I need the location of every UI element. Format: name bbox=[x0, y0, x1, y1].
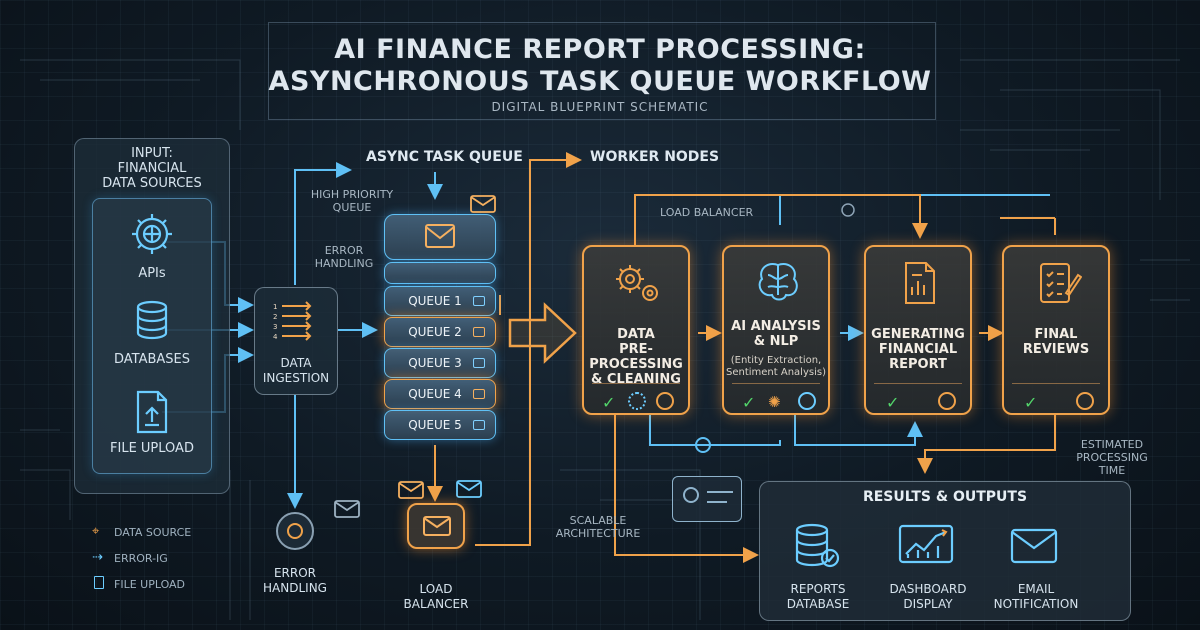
legend-file-upload: FILE UPLOAD bbox=[114, 578, 186, 591]
divider bbox=[592, 383, 680, 384]
queue-label: QUEUE 3 bbox=[408, 356, 462, 370]
worker-ai-analysis[interactable]: AI ANALYSIS & NLP (Entity Extraction, Se… bbox=[722, 245, 830, 415]
avatar-icon bbox=[683, 487, 699, 503]
load-balancer-node bbox=[407, 503, 465, 549]
queue-tag-icon bbox=[473, 420, 485, 430]
queue-label: QUEUE 2 bbox=[408, 325, 462, 339]
check-icon: ✓ bbox=[602, 393, 616, 412]
data-source-legend-icon: ⌖ bbox=[92, 524, 100, 539]
worker-nodes-heading: WORKER NODES bbox=[590, 149, 720, 165]
profile-card-icon bbox=[672, 476, 742, 522]
gears-icon bbox=[608, 261, 668, 309]
envelope-icon bbox=[423, 516, 451, 540]
error-legend-icon: ⇢ bbox=[92, 550, 103, 565]
envelope-icon bbox=[398, 481, 424, 503]
worker-title: FINAL REVIEWS bbox=[1022, 327, 1090, 357]
envelope-icon bbox=[456, 480, 482, 502]
scalable-architecture-note: SCALABLE ARCHITECTURE bbox=[555, 514, 641, 540]
check-circle-icon bbox=[656, 392, 674, 410]
queue-top-cap bbox=[384, 214, 496, 260]
result-dashboard-display: DASHBOARD DISPLAY bbox=[889, 582, 967, 611]
divider bbox=[732, 383, 820, 384]
check-icon: ✓ bbox=[886, 393, 900, 412]
high-priority-queue-note: HIGH PRIORITY QUEUE bbox=[310, 188, 394, 214]
queue-slab-3[interactable]: QUEUE 3 bbox=[384, 348, 496, 378]
worker-title: GENERATING FINANCIAL REPORT bbox=[871, 327, 965, 372]
gear-globe-icon bbox=[128, 210, 176, 258]
error-handling-note: ERROR HANDLING bbox=[314, 244, 374, 270]
error-handling-label: ERROR HANDLING bbox=[263, 566, 327, 595]
queue-slab-4[interactable]: QUEUE 4 bbox=[384, 379, 496, 409]
legend-error: ERROR-IG bbox=[114, 552, 168, 565]
title-line-1: AI FINANCE REPORT PROCESSING: bbox=[334, 34, 866, 65]
check-circle-icon bbox=[938, 392, 956, 410]
load-balancer-label: LOAD BALANCER bbox=[403, 582, 469, 611]
svg-text:2: 2 bbox=[273, 313, 277, 321]
check-icon: ✓ bbox=[1024, 393, 1038, 412]
title-line-2: ASYNCHRONOUS TASK QUEUE WORKFLOW bbox=[268, 66, 932, 97]
report-document-icon bbox=[902, 261, 938, 309]
estimated-processing-time-note: ESTIMATED PROCESSING TIME bbox=[1076, 438, 1148, 477]
queue-label: QUEUE 5 bbox=[408, 418, 462, 432]
legend-data-source: DATA SOURCE bbox=[114, 526, 192, 539]
source-apis: APIs bbox=[138, 266, 166, 281]
checklist-pen-icon bbox=[1038, 261, 1083, 309]
reports-database-icon bbox=[792, 522, 842, 574]
file-upload-icon bbox=[132, 390, 172, 434]
brain-small-icon: ✺ bbox=[768, 393, 781, 411]
card-line bbox=[707, 491, 733, 493]
svg-text:4: 4 bbox=[273, 333, 278, 341]
queue-label: QUEUE 1 bbox=[408, 294, 462, 308]
queue-slab-1[interactable]: QUEUE 1 bbox=[384, 286, 496, 316]
file-legend-icon bbox=[94, 576, 104, 589]
title-frame bbox=[268, 22, 936, 120]
queue-tag-icon bbox=[473, 389, 485, 399]
database-icon bbox=[130, 298, 174, 342]
worker-title: AI ANALYSIS & NLP bbox=[731, 319, 821, 349]
queue-tag-icon bbox=[473, 327, 485, 337]
queue-spacer bbox=[384, 262, 496, 284]
brain-icon bbox=[754, 259, 802, 307]
queue-slab-2[interactable]: QUEUE 2 bbox=[384, 317, 496, 347]
results-panel bbox=[759, 481, 1131, 621]
dashboard-chart-icon bbox=[898, 524, 954, 572]
error-handling-node bbox=[276, 512, 314, 550]
worker-preprocessing[interactable]: DATA PRE-PROCESSING & CLEANING ✓ bbox=[582, 245, 690, 415]
check-circle-icon bbox=[798, 392, 816, 410]
data-ingestion-label: DATA INGESTION bbox=[262, 356, 330, 385]
list-arrows-icon: 1 2 3 4 bbox=[270, 300, 322, 346]
card-line bbox=[707, 501, 727, 503]
worker-generating-report[interactable]: GENERATING FINANCIAL REPORT ✓ bbox=[864, 245, 972, 415]
subtitle: DIGITAL BLUEPRINT SCHEMATIC bbox=[491, 100, 709, 114]
results-heading: RESULTS & OUTPUTS bbox=[862, 489, 1028, 505]
result-reports-database: REPORTS DATABASE bbox=[786, 582, 850, 611]
worker-title: DATA PRE-PROCESSING & CLEANING bbox=[589, 327, 683, 387]
result-email-notification: EMAIL NOTIFICATION bbox=[993, 582, 1079, 611]
clock-icon bbox=[1076, 392, 1094, 410]
gear-icon bbox=[628, 392, 646, 410]
sources-group bbox=[92, 198, 212, 474]
divider bbox=[1012, 383, 1100, 384]
input-heading: INPUT: FINANCIAL DATA SOURCES bbox=[102, 146, 202, 191]
queue-tag-icon bbox=[473, 296, 485, 306]
async-task-queue-heading: ASYNC TASK QUEUE bbox=[366, 149, 523, 165]
queue-tag-icon bbox=[473, 358, 485, 368]
worker-subtitle: (Entity Extraction, Sentiment Analysis) bbox=[726, 355, 826, 378]
envelope-icon bbox=[334, 500, 360, 522]
check-icon: ✓ bbox=[742, 393, 756, 412]
envelope-icon bbox=[425, 224, 455, 248]
load-balancer-caption: LOAD BALANCER bbox=[660, 206, 754, 219]
source-file-upload: FILE UPLOAD bbox=[110, 441, 194, 456]
svg-text:1: 1 bbox=[273, 303, 277, 311]
svg-text:3: 3 bbox=[273, 323, 277, 331]
worker-final-reviews[interactable]: FINAL REVIEWS ✓ bbox=[1002, 245, 1110, 415]
source-databases: DATABASES bbox=[113, 352, 191, 367]
queue-label: QUEUE 4 bbox=[408, 387, 462, 401]
divider bbox=[874, 383, 962, 384]
queue-slab-5[interactable]: QUEUE 5 bbox=[384, 410, 496, 440]
email-icon bbox=[1010, 528, 1058, 568]
envelope-icon bbox=[470, 195, 496, 217]
error-ring-icon bbox=[287, 523, 303, 539]
